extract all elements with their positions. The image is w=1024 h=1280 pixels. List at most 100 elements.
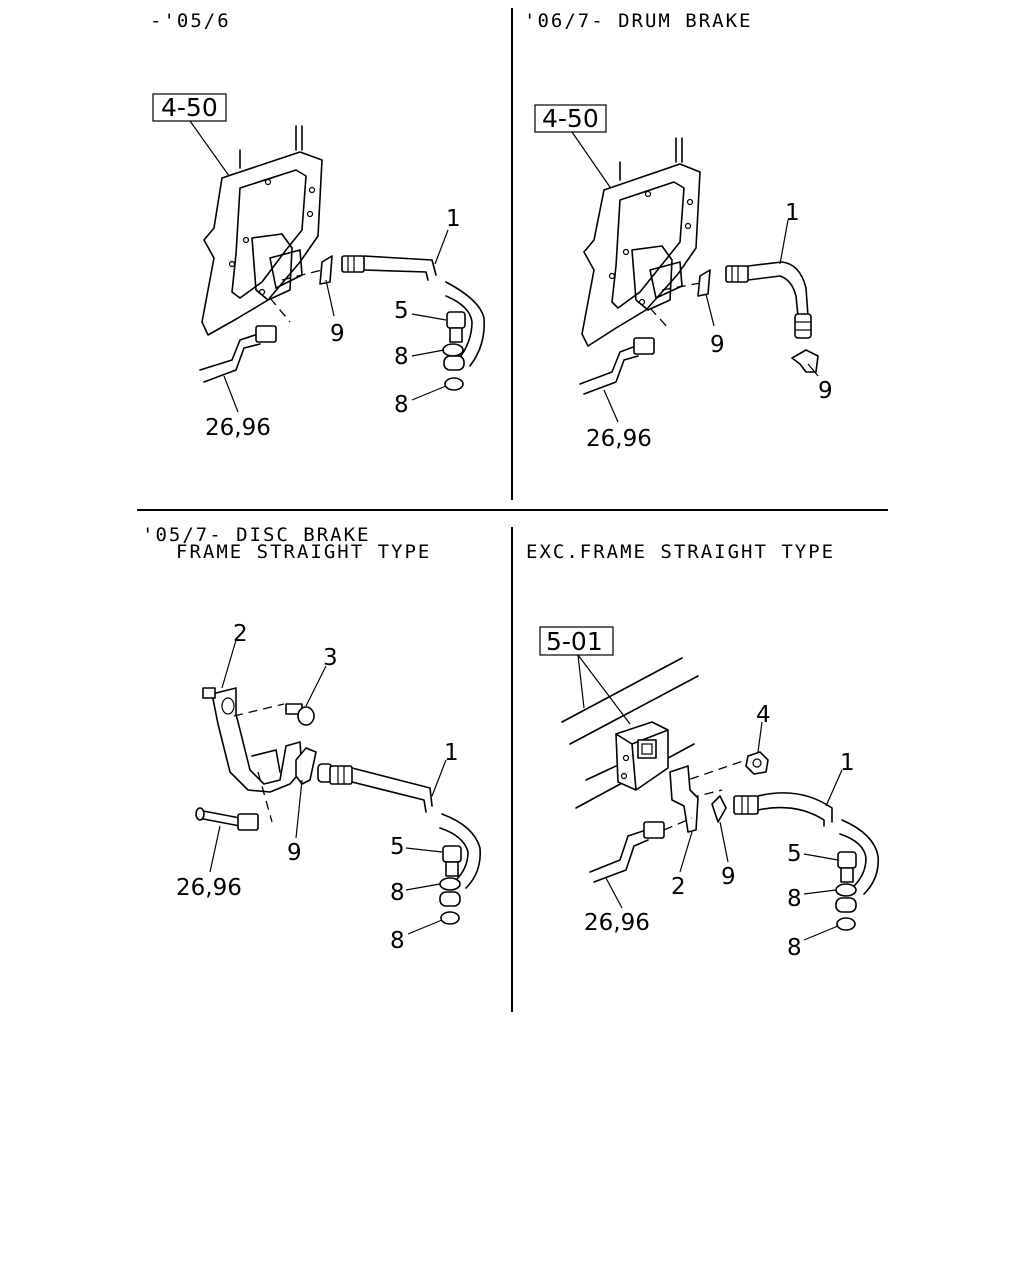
panel-bottom-left: '05/7- DISC BRAKE FRAME STRAIGHT TYPE xyxy=(142,524,482,954)
mounting-bracket xyxy=(669,765,699,833)
banjo-bolt xyxy=(837,851,857,883)
ref-leader xyxy=(577,654,585,709)
ref-label-5: 5 xyxy=(390,834,405,860)
leader xyxy=(803,889,837,895)
leader xyxy=(431,759,447,797)
banjo-bolt xyxy=(446,311,466,343)
frame-bracket xyxy=(581,137,701,347)
ref-label-8b: 8 xyxy=(394,392,409,418)
leader xyxy=(411,349,445,357)
ref-label-9a: 9 xyxy=(710,332,725,358)
ref-label-8a: 8 xyxy=(390,880,405,906)
leader xyxy=(209,825,221,873)
ref-label-9b: 9 xyxy=(818,378,833,404)
frame-bracket xyxy=(201,125,323,336)
leader xyxy=(825,769,843,807)
panel-subheading: FRAME STRAIGHT TYPE xyxy=(176,541,431,563)
leader xyxy=(779,219,789,265)
leader xyxy=(407,919,443,935)
leader xyxy=(705,293,715,327)
ref-box-label: 5-01 xyxy=(546,627,603,656)
dash-leader xyxy=(233,703,285,717)
dash-leader xyxy=(663,817,693,831)
ref-label-4: 4 xyxy=(756,702,771,728)
ref-label-8b: 8 xyxy=(787,935,802,961)
ref-leader xyxy=(189,120,233,181)
ref-label-8a: 8 xyxy=(787,886,802,912)
leader xyxy=(603,389,619,423)
washer xyxy=(442,343,464,357)
frame-bracket xyxy=(615,721,669,791)
washer xyxy=(440,911,460,925)
leader xyxy=(325,279,335,317)
panel-bottom-right: EXC.FRAME STRAIGHT TYPE 5-01 xyxy=(526,541,880,961)
ref-label-1: 1 xyxy=(840,750,855,776)
washer xyxy=(444,377,464,391)
dash-leader xyxy=(269,297,291,323)
leader xyxy=(719,821,729,863)
washer xyxy=(835,883,857,897)
brake-hose xyxy=(733,792,880,895)
panel-heading: -'05/6 xyxy=(150,10,231,32)
panel-top-left: -'05/6 4-50 xyxy=(150,10,486,441)
brake-hose xyxy=(725,261,812,339)
clip xyxy=(295,747,317,785)
leader xyxy=(605,877,623,909)
clip xyxy=(319,255,333,285)
ref-label-2: 2 xyxy=(233,621,248,647)
dash-leader xyxy=(675,759,747,785)
ref-label-pipe: 26,96 xyxy=(586,426,652,452)
ref-label-8b: 8 xyxy=(390,928,405,954)
leader xyxy=(305,665,327,707)
panel-top-right: '06/7- DRUM BRAKE 4-50 xyxy=(524,10,833,452)
ref-label-9: 9 xyxy=(721,864,736,890)
ref-leader xyxy=(577,654,631,725)
clip xyxy=(791,349,819,373)
leader xyxy=(803,925,839,941)
brake-pipe xyxy=(579,337,655,395)
leader xyxy=(679,831,693,873)
ref-box xyxy=(152,93,227,122)
ref-label-3: 3 xyxy=(323,645,338,671)
panel-heading: '06/7- DRUM BRAKE xyxy=(524,10,752,32)
ref-label-8a: 8 xyxy=(394,344,409,370)
mounting-bracket xyxy=(202,687,303,793)
hose-fitting xyxy=(439,891,461,907)
bolt xyxy=(285,703,315,726)
leader xyxy=(405,847,443,853)
ref-label-1: 1 xyxy=(444,740,459,766)
ref-box xyxy=(539,626,614,656)
ref-box-label: 4-50 xyxy=(542,104,599,133)
leader xyxy=(295,779,303,839)
ref-label-9: 9 xyxy=(287,840,302,866)
ref-label-9: 9 xyxy=(330,321,345,347)
leader xyxy=(757,721,763,753)
clip xyxy=(697,269,711,297)
washer xyxy=(439,877,461,891)
leader xyxy=(411,385,447,401)
brake-hose xyxy=(341,255,486,367)
ref-label-pipe: 26,96 xyxy=(584,910,650,936)
dash-leader xyxy=(281,267,331,281)
hose-fitting xyxy=(835,897,857,913)
nut xyxy=(745,751,769,775)
brake-pipe xyxy=(195,807,259,831)
dash-leader xyxy=(257,771,273,823)
ref-box-label: 4-50 xyxy=(161,93,218,122)
ref-label-1: 1 xyxy=(785,200,800,226)
ref-label-1: 1 xyxy=(446,206,461,232)
leader xyxy=(434,229,449,265)
leader xyxy=(807,363,819,377)
washer xyxy=(836,917,856,931)
ref-leader xyxy=(571,131,613,191)
ref-label-5: 5 xyxy=(394,298,409,324)
ref-box xyxy=(534,104,607,133)
leader xyxy=(411,313,447,321)
leader xyxy=(223,375,239,413)
ref-label-5: 5 xyxy=(787,841,802,867)
ref-label-2: 2 xyxy=(671,874,686,900)
leader xyxy=(221,639,237,689)
leader xyxy=(405,883,441,891)
ref-label-pipe: 26,96 xyxy=(176,875,242,901)
